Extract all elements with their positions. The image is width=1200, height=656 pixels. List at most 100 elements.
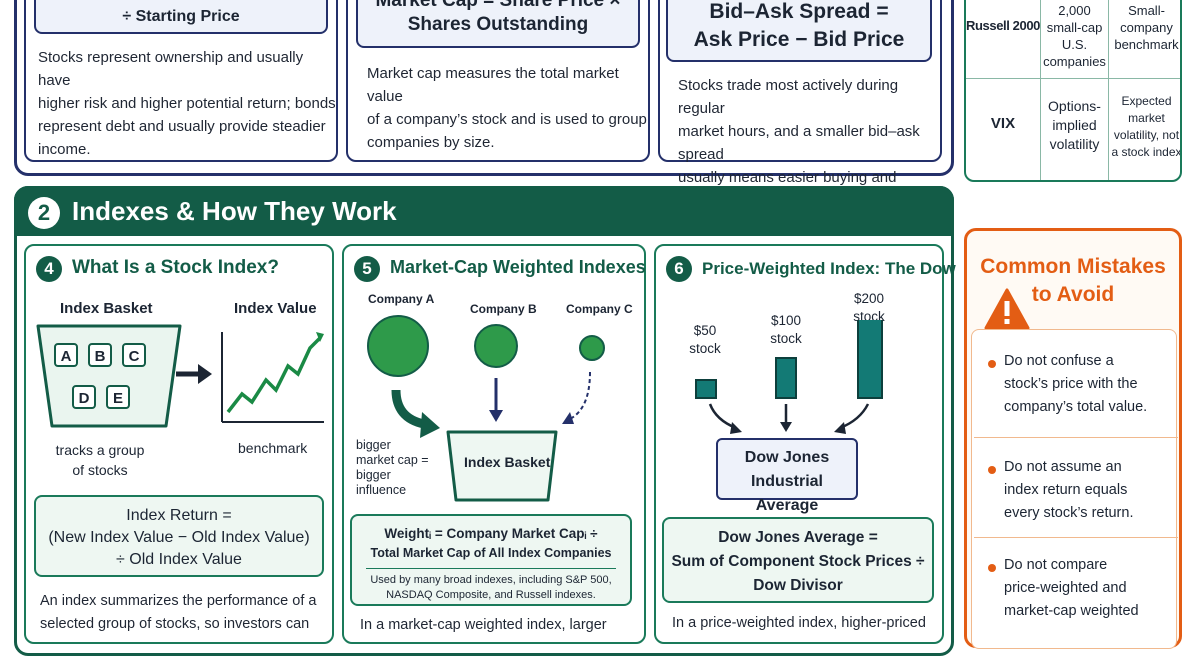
card4-text-line: selected group of stocks, so investors c…	[40, 616, 310, 632]
dow-formula: Dow Jones Average = Sum of Component Sto…	[662, 517, 934, 603]
card4-text: An index summarizes the performance of a…	[40, 590, 330, 636]
influence-note-line: market cap =	[356, 453, 429, 467]
list-item: Do not assume an index return equals eve…	[974, 438, 1178, 538]
card3-text-line: Stocks trade most actively during regula…	[678, 77, 899, 117]
card2-text-line: Market cap measures the total market val…	[367, 65, 619, 105]
influence-note-line: influence	[356, 483, 407, 497]
basket-caption-line: of stocks	[72, 462, 128, 478]
table-cell-line: Expected	[1121, 94, 1172, 108]
mistake-line: Do not confuse a	[1004, 353, 1114, 369]
company-a-circle	[367, 315, 429, 377]
influence-note: bigger market cap = bigger influence	[356, 438, 429, 498]
table-cell-line: company	[1120, 20, 1173, 35]
card2-text-line: companies by size.	[367, 134, 495, 151]
market-cap-basket-label: Index Basket	[464, 454, 551, 470]
section2-number: 2	[37, 200, 51, 225]
letter-tile-c: C	[122, 343, 146, 367]
letter-tile-b: B	[88, 343, 112, 367]
formula-line: ÷ Old Index Value	[116, 551, 242, 568]
dow-box-line: Industrial Average	[750, 473, 823, 514]
table-cell-line: Options-	[1048, 98, 1101, 114]
index-table: Russell 2000 About 2,000 small-cap U.S. …	[964, 0, 1182, 182]
mistakes-title-line: to Avoid	[1031, 283, 1115, 306]
table-row: VIX Options- implied volatility Expected…	[966, 79, 1182, 180]
list-item: Do not confuse a stock’s price with the …	[974, 330, 1178, 438]
formula-line: Sum of Component Stock Prices ÷	[671, 553, 925, 570]
mistakes-panel: Common Mistakes to Avoid Do not confuse …	[964, 228, 1182, 650]
company-c-circle	[579, 335, 605, 361]
card1-formula: ÷ Starting Price	[34, 0, 328, 34]
index-value-label: Index Value	[234, 300, 317, 317]
table-cell-line: volatility	[1049, 136, 1100, 152]
card2-text-line: of a company’s stock and is used to grou…	[367, 111, 647, 128]
card2-text: Market cap measures the total market val…	[367, 62, 647, 154]
mistake-line: stock’s price with the	[1004, 376, 1138, 392]
card3-text-line: market hours, and a smaller bid–ask spre…	[678, 123, 920, 163]
table-cell-name: Russell 2000	[966, 18, 1040, 33]
basket-caption: tracks a group of stocks	[40, 440, 160, 480]
mistake-text: Do not confuse a stock’s price with the …	[1004, 350, 1147, 419]
arrow-icon	[834, 403, 870, 434]
weight-formula-divider	[366, 568, 616, 569]
card5-title: Market-Cap Weighted Indexes	[390, 257, 646, 277]
formula-line: Weightᵢ = Company Market Capᵢ ÷	[384, 526, 598, 541]
list-item: Do not compare price-weighted and market…	[974, 538, 1178, 650]
arrow-icon	[780, 404, 792, 432]
letter-tile-d: D	[72, 385, 96, 409]
formula-line: (New Index Value − Old Index Value)	[48, 529, 310, 546]
basket-caption-line: tracks a group	[55, 442, 145, 458]
card5-number: 5	[354, 256, 380, 282]
company-b-circle	[474, 324, 518, 368]
card4-text-line: An index summarizes the performance of a	[40, 593, 317, 609]
section1-panel	[14, 0, 954, 176]
price-weighted-diagram	[695, 320, 883, 434]
card1-text: Stocks represent ownership and usually h…	[38, 46, 338, 161]
table-cell-line: volatility, not	[1113, 128, 1180, 142]
table-cell-line: Small-	[1128, 3, 1165, 18]
card2-formula-line1: Market Cap = Share Price ×	[375, 0, 621, 11]
formula-note-line: Used by many broad indexes, including S&…	[370, 574, 612, 586]
warning-icon	[984, 288, 1030, 330]
mistakes-title: Common Mistakes to Avoid	[967, 253, 1179, 309]
card6-number: 6	[666, 256, 692, 282]
benchmark-caption: benchmark	[238, 440, 308, 456]
influence-note-line: bigger	[356, 438, 391, 452]
mistake-line: price-weighted and	[1004, 580, 1127, 596]
section2-title: Indexes & How They Work	[72, 196, 397, 226]
formula-line: Index Return =	[126, 507, 232, 524]
table-cell-desc: About 2,000 small-cap U.S. companies	[1041, 0, 1108, 70]
table-cell-use: Expected market volatility, not a stock …	[1109, 93, 1182, 161]
stock-label-100: $100 stock	[764, 312, 808, 348]
influence-note-line: bigger	[356, 468, 391, 482]
basket-shape	[36, 324, 182, 428]
card5-text: In a market-cap weighted index, larger	[360, 617, 607, 633]
weight-formula: Weightᵢ = Company Market Capᵢ ÷ Total Ma…	[350, 514, 632, 606]
table-row-divider	[966, 78, 1180, 79]
bullet-dot	[988, 564, 996, 572]
index-basket-label: Index Basket	[60, 300, 153, 317]
dow-box-line: Dow Jones	[744, 449, 830, 466]
mistake-text: Do not compare price-weighted and market…	[1004, 554, 1139, 623]
bullet-dot	[988, 466, 996, 474]
mistake-line: company’s total value.	[1004, 399, 1148, 415]
card3-formula: Bid–Ask Spread = Ask Price − Bid Price	[666, 0, 932, 62]
table-cell-name: VIX	[990, 115, 1016, 132]
section2-number-badge: 2	[28, 197, 60, 229]
dow-jones-box: Dow Jones Industrial Average	[716, 438, 858, 514]
card4-title: What Is a Stock Index?	[72, 257, 279, 278]
table-cell-line: companies	[1043, 54, 1106, 69]
card1-text-line: represent debt and usually provide stead…	[38, 118, 326, 158]
table-col-divider	[1040, 0, 1041, 180]
table-cell-desc: Options- implied volatility	[1041, 97, 1108, 154]
table-cell-line: small-cap	[1046, 20, 1103, 35]
stock-bar	[695, 379, 717, 399]
table-cell-line: About 2,000	[1058, 0, 1092, 18]
formula-line: Total Market Cap of All Index Companies	[370, 546, 612, 560]
index-return-formula: Index Return = (New Index Value − Old In…	[34, 495, 324, 577]
table-cell-line: a stock index	[1111, 145, 1182, 159]
arrow-right-icon	[176, 364, 212, 384]
card2-formula: Market Cap = Share Price × Shares Outsta…	[356, 0, 640, 48]
mistake-line: index return equals	[1004, 482, 1128, 498]
stock-price: $200	[853, 291, 885, 306]
mistake-line: market-cap weighted	[1004, 603, 1139, 619]
